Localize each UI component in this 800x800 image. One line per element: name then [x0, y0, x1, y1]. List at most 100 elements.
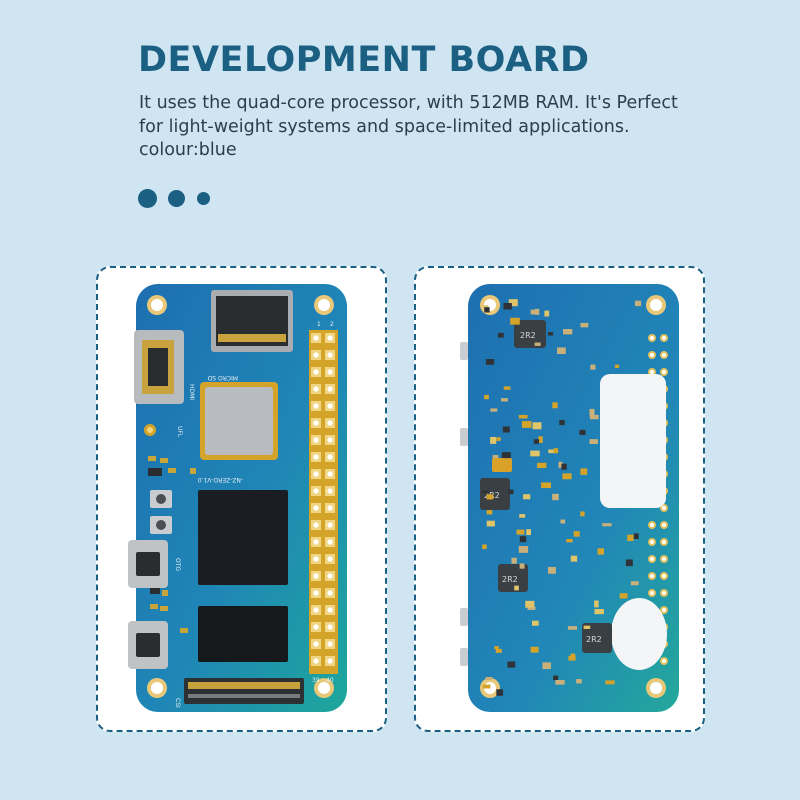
gpio-pad-hole — [650, 591, 654, 595]
board-front-image: HDMI MICRO SD -NZ-ZERO-V1.0 OTG UFL CSI … — [128, 284, 347, 712]
carousel-dot[interactable] — [138, 189, 157, 208]
smd-part — [503, 386, 511, 390]
smd-part — [547, 566, 556, 574]
gpio-hole — [313, 573, 319, 579]
smd-part — [508, 299, 518, 307]
smd-part — [559, 420, 565, 426]
smd-part — [518, 546, 529, 553]
gpio-hole — [327, 556, 333, 562]
smd-part — [501, 398, 508, 402]
smd-part — [558, 461, 563, 468]
smd-part — [552, 402, 558, 409]
smd-part — [484, 394, 489, 400]
smd-part — [570, 653, 576, 659]
smd-part — [494, 646, 499, 650]
gpio-header — [309, 330, 338, 674]
micro-sd-slot — [211, 290, 293, 352]
gpio-hole — [313, 386, 319, 392]
description-line: It uses the quad-core processor, with 51… — [139, 93, 678, 113]
mounting-holes — [147, 295, 334, 698]
smd-part — [583, 625, 591, 629]
smd-part — [633, 533, 639, 539]
carousel-dot[interactable] — [197, 192, 210, 205]
gpio-pad-hole — [650, 557, 654, 561]
gpio-hole — [327, 437, 333, 443]
smd-part — [562, 473, 572, 480]
smd-part — [552, 493, 559, 501]
smd-part — [519, 563, 525, 569]
gpio-hole — [327, 471, 333, 477]
smd-part — [547, 332, 554, 336]
smd-part — [514, 585, 519, 591]
silk-ipex: UFL — [176, 426, 183, 438]
smd-part — [510, 317, 520, 325]
gpio-hole — [313, 488, 319, 494]
gpio-hole — [327, 369, 333, 375]
smd-part — [568, 655, 576, 661]
gpio-hole — [327, 539, 333, 545]
gpio-hole — [327, 352, 333, 358]
wifi-module — [200, 382, 278, 460]
smd-part — [534, 308, 540, 315]
smd-part — [523, 494, 531, 500]
silk-model: -NZ-ZERO-V1.0 — [198, 476, 243, 483]
gpio-hole — [313, 471, 319, 477]
smd-part — [496, 689, 504, 696]
silk-sd: MICRO SD — [207, 374, 238, 381]
smd-part — [635, 300, 642, 307]
board-back-card: 2R2 2R2 2R2 2R2 — [414, 266, 705, 732]
smd-part — [557, 347, 566, 355]
smd-part — [521, 421, 532, 428]
gpio-hole — [327, 420, 333, 426]
smd-part — [501, 452, 511, 459]
gpio-hole — [327, 658, 333, 664]
hdmi-port — [134, 330, 184, 404]
gpio-hole — [327, 454, 333, 460]
silk-otg: OTG — [174, 558, 181, 571]
gpio-hole — [313, 369, 319, 375]
carousel-dot[interactable] — [168, 190, 185, 207]
gpio-pad-hole — [650, 574, 654, 578]
smd-part — [594, 608, 604, 615]
smd-part — [602, 523, 612, 527]
silk-csi: CSI — [174, 698, 181, 708]
gpio-hole — [313, 590, 319, 596]
gpio-hole — [313, 607, 319, 613]
smd-part — [497, 332, 504, 338]
smd-part — [553, 448, 559, 454]
gpio-hole — [327, 624, 333, 630]
pin-label-2: 2 — [330, 321, 334, 328]
smd-part — [555, 679, 565, 685]
gpio-hole — [313, 420, 319, 426]
color-spec: colour:blue — [139, 140, 237, 160]
antenna-connector — [144, 424, 156, 436]
gpio-hole — [327, 522, 333, 528]
smd-part — [590, 364, 596, 370]
smd-part — [579, 429, 586, 436]
smd-part — [492, 455, 499, 459]
smd-part — [566, 539, 573, 543]
smd-part — [537, 462, 547, 469]
inductor: 2R2 — [582, 623, 612, 653]
smd-part — [534, 342, 541, 346]
smd-part — [553, 675, 559, 681]
gpio-pad-hole — [650, 370, 654, 374]
soc-chip — [198, 490, 288, 585]
buttons — [150, 490, 172, 534]
board-back-image: 2R2 2R2 2R2 2R2 — [460, 284, 679, 712]
gpio-pad-hole — [650, 523, 654, 527]
smd-part — [511, 557, 517, 564]
gpio-pad-hole — [662, 370, 666, 374]
gpio-hole — [313, 522, 319, 528]
description-line: for light-weight systems and space-limit… — [139, 116, 630, 137]
gpio-pad-hole — [662, 353, 666, 357]
smd-part — [619, 593, 628, 599]
gpio-hole — [313, 403, 319, 409]
gpio-pad-hole — [662, 659, 666, 663]
smd-part — [541, 482, 551, 489]
svg-text:2R2: 2R2 — [520, 331, 536, 340]
smd-components — [148, 456, 196, 633]
smd-part — [580, 511, 585, 517]
smd-part — [627, 534, 634, 542]
smd-part — [594, 600, 599, 608]
